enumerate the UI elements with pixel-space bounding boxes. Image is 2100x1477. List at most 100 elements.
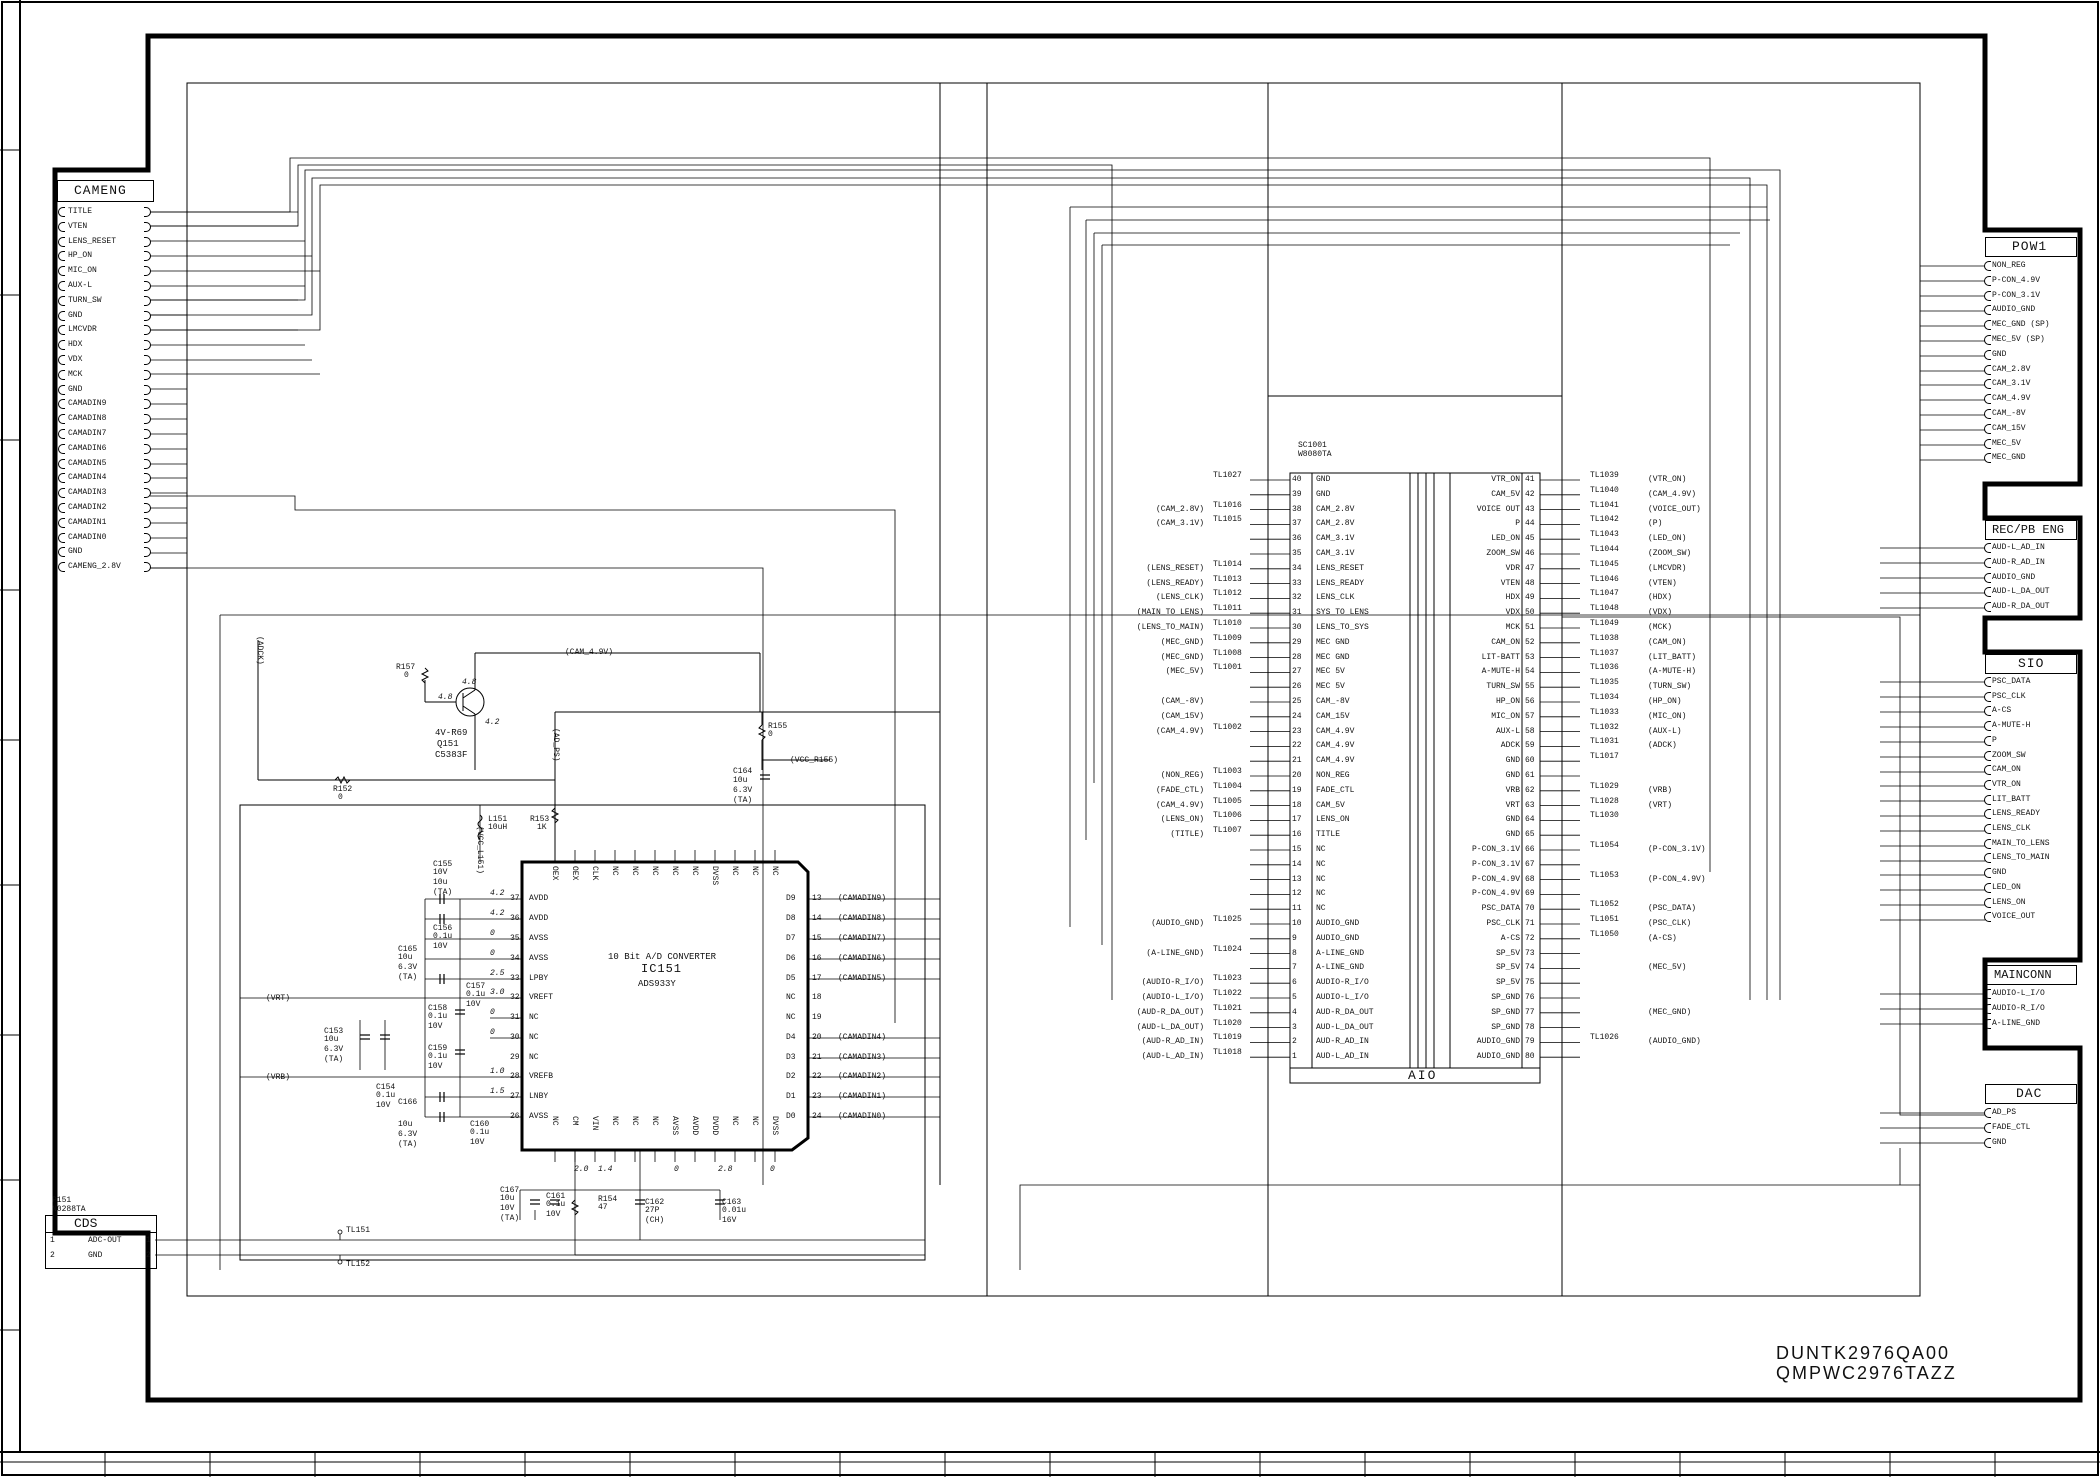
cds-pin1-num-right: 1 <box>146 1236 151 1245</box>
ic151-data-net: (CAMADIN2) <box>838 1072 887 1081</box>
cameng-pin-terminal-left <box>58 310 65 321</box>
sio-connector: SIO <box>1985 654 2077 674</box>
aio-right-pin-number: 60 <box>1525 756 1535 766</box>
ic151-left-pin: AVSS <box>529 954 549 963</box>
aio-right-pin-name: VDX <box>1505 608 1520 618</box>
v-avdd1: 4.2 <box>490 889 505 898</box>
aio-left-pin-number: 7 <box>1292 963 1297 973</box>
aio-left-pin-name: AUDIO_GND <box>1316 919 1360 928</box>
c155-value: 10V 10u (TA) <box>433 868 453 897</box>
aio-left-pin-number: 5 <box>1292 993 1297 1002</box>
aio-right-net-label: (AUX-L) <box>1648 726 1682 736</box>
cameng-pin-terminal-left <box>58 443 65 454</box>
sio-pin-terminal <box>1984 824 1991 834</box>
c156-value: 0.1u 10V <box>433 932 453 951</box>
recpb-pin-terminal <box>1984 572 1991 583</box>
aio-left-pin-number: 33 <box>1292 578 1302 588</box>
aio-left-net-label: (CAM_2.8V) <box>1155 504 1204 514</box>
pow1-pin-terminal <box>1984 394 1991 405</box>
cameng-pin-terminal-right <box>144 266 151 277</box>
pow1-pin-terminal <box>1984 305 1991 316</box>
cameng-pin-10: VDX <box>68 355 83 364</box>
cameng-connector: CAMENG <box>57 180 154 202</box>
ic151-data-net: (CAMADIN5) <box>838 974 887 983</box>
sio-pin-terminal <box>1984 882 1991 893</box>
aio-right-net-label: (ADCK) <box>1648 741 1677 751</box>
aio-left-net-label: (FADE_CTL) <box>1155 785 1204 795</box>
aio-right-pin-number: 74 <box>1525 963 1535 973</box>
pow1-pin-terminal <box>1984 261 1991 271</box>
pow1-pin-terminal <box>1984 349 1991 360</box>
ic151-data-net: (CAMADIN1) <box>838 1092 887 1101</box>
aio-left-pin-number: 26 <box>1292 682 1302 692</box>
aio-right-pin-name: A-CS <box>1500 933 1520 943</box>
aio-connector-box <box>1289 472 1541 1084</box>
c154-value: 0.1u 10V <box>376 1091 396 1110</box>
aio-left-pin-number: 13 <box>1292 874 1302 884</box>
aio-right-pin-number: 52 <box>1525 637 1535 647</box>
cds-pin2-num-left: 2 <box>50 1251 55 1260</box>
aio-right-pin-name: GND <box>1505 756 1520 766</box>
v-avdd2: 4.2 <box>490 909 505 918</box>
cds-pin2-num-right: 2 <box>146 1251 151 1260</box>
dac-pin-0: AD_PS <box>1992 1108 2017 1117</box>
aio-right-pin-name: VTEN <box>1500 578 1520 588</box>
ic151-data-net: (CAMADIN0) <box>838 1112 887 1121</box>
ic151-left-pin: NC <box>529 1053 539 1062</box>
r154-ref: R154 <box>598 1195 618 1204</box>
ic151-data-net: (CAMADIN6) <box>838 954 887 963</box>
sio-pin-4: P <box>1992 735 1997 745</box>
pow1-pin-terminal <box>1984 364 1991 375</box>
ic151-part: ADS933Y <box>638 979 676 989</box>
drawing-code-2: QMPWC2976TAZZ <box>1776 1363 1957 1383</box>
cameng-pin-terminal-right <box>144 429 151 439</box>
cameng-pin-terminal-right <box>144 458 151 469</box>
aio-right-pin-number: 78 <box>1525 1022 1535 1032</box>
aio-right-pin-name: MCK <box>1505 623 1520 632</box>
sio-pin-terminal <box>1984 735 1991 746</box>
aio-right-pin-number: 67 <box>1525 859 1535 869</box>
pow1-pin-1: P-CON_4.9V <box>1992 275 2041 285</box>
ic151-right-pin-number: 22 <box>812 1072 822 1081</box>
aio-right-testpoint: TL1037 <box>1590 648 1619 658</box>
cameng-pin-terminal-right <box>144 295 151 306</box>
aio-left-testpoint: TL1006 <box>1213 811 1242 821</box>
aio-left-pin-name: CAM_5V <box>1316 800 1345 810</box>
cameng-pin-23: GND <box>68 547 83 557</box>
ic151-right-pin-number: 23 <box>812 1092 822 1101</box>
aio-right-pin-number: 76 <box>1525 993 1535 1002</box>
aio-right-pin-name: LIT-BATT <box>1481 652 1520 662</box>
aio-left-testpoint: TL1021 <box>1213 1003 1242 1013</box>
aio-right-testpoint: TL1045 <box>1590 559 1619 569</box>
aio-right-net-label: (HDX) <box>1648 593 1673 603</box>
q151-ref: Q151 <box>437 739 459 749</box>
aio-left-pin-name: NC <box>1316 845 1326 854</box>
ic151-right-pin-number: 16 <box>812 954 822 963</box>
cameng-wires <box>150 211 320 569</box>
ic151-right-pin: D4 <box>786 1033 796 1042</box>
ic151-right-pin: D6 <box>786 954 796 963</box>
ic151-bottom-pin: NC <box>730 1116 739 1126</box>
aio-left-pin-name: MEC GND <box>1316 652 1350 662</box>
aio-right-pin-name: LED_ON <box>1491 534 1520 544</box>
aio-right-pin-number: 54 <box>1525 667 1535 677</box>
sio-pin-terminal <box>1984 912 1991 923</box>
ic151-left-pin: VREFB <box>529 1072 554 1081</box>
aio-right-testpoint: TL1030 <box>1590 811 1619 821</box>
aio-right-pin-name: SP_GND <box>1491 1022 1520 1032</box>
right-connector-wires <box>1880 265 1985 1144</box>
aio-right-testpoint: TL1042 <box>1590 515 1619 525</box>
ic151-right-pin: D7 <box>786 934 796 943</box>
cds-wires <box>155 1229 925 1265</box>
sio-pin-6: CAM_ON <box>1992 765 2021 775</box>
aio-right-pin-name: A-MUTE-H <box>1481 667 1520 677</box>
pow1-pin-6: GND <box>1992 349 2007 359</box>
ic151-data-net: (CAMADIN3) <box>838 1053 887 1062</box>
cds-part: N0288TA <box>52 1205 86 1214</box>
aio-right-pin-name: PSC_DATA <box>1481 904 1520 914</box>
ic151-left-pin: NC <box>529 1033 539 1042</box>
aio-right-net-label: (P-CON_4.9V) <box>1648 874 1706 884</box>
aio-left-net-label: (AUD-L_DA_OUT) <box>1136 1022 1204 1032</box>
aio-left-pin-name: AUDIO-L_I/O <box>1316 993 1369 1002</box>
aio-left-pin-name: CAM_3.1V <box>1316 549 1355 558</box>
